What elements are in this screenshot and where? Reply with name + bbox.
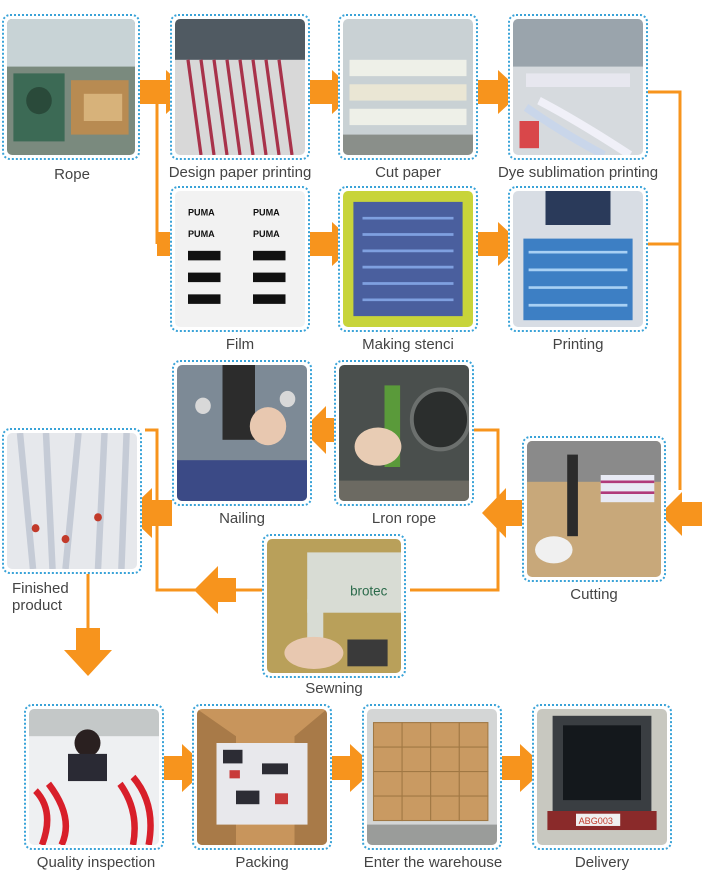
- step-sewing-card: brotec: [262, 534, 406, 678]
- step-quality-inspection-card: [24, 704, 164, 850]
- label-nailing: Nailing: [172, 510, 312, 527]
- label-dye-sublimation-printing: Dye sublimation printing: [490, 164, 666, 181]
- step-design-paper-printing-card: [170, 14, 310, 160]
- label-enter-warehouse: Enter the warehouse: [352, 854, 514, 871]
- step-making-stencil-card: [338, 186, 478, 332]
- arrow-sewing-left: [194, 566, 236, 614]
- label-sewing: Sewning: [262, 680, 406, 697]
- label-finished-product: Finished product: [12, 580, 102, 614]
- label-design-paper-printing: Design paper printing: [160, 164, 320, 181]
- arrow-cutting-to-iron: [482, 488, 526, 538]
- label-making-stencil: Making stenci: [338, 336, 478, 353]
- truck-plate: ABG003: [579, 816, 613, 826]
- label-cutting: Cutting: [522, 586, 666, 603]
- label-film: Film: [170, 336, 310, 353]
- film-brand-a-1: PUMA: [188, 207, 215, 217]
- label-cut-paper: Cut paper: [338, 164, 478, 181]
- step-cut-paper-card: [338, 14, 478, 160]
- step-printing-card: [508, 186, 648, 332]
- sewing-photo: brotec: [267, 539, 401, 673]
- step-nailing-card: [172, 360, 312, 506]
- making-stencil-photo: [343, 191, 473, 327]
- step-film-card: PUMA PUMA PUMA PUMA: [170, 186, 310, 332]
- step-enter-warehouse-card: [362, 704, 502, 850]
- film-brand-a-4: PUMA: [253, 229, 280, 239]
- enter-warehouse-photo: [367, 709, 497, 845]
- arrow-to-quality: [64, 628, 112, 676]
- design-paper-printing-photo: [175, 19, 305, 155]
- dye-sublimation-photo: [513, 19, 643, 155]
- film-brand-a-2: PUMA: [253, 207, 280, 217]
- step-iron-rope-card: [334, 360, 474, 506]
- step-packing-card: [192, 704, 332, 850]
- printing-photo: [513, 191, 643, 327]
- step-finished-product-card: [2, 428, 142, 574]
- arrow-to-cutting: [660, 492, 702, 536]
- delivery-photo: ABG003: [537, 709, 667, 845]
- step-delivery-card: ABG003: [532, 704, 672, 850]
- cut-paper-photo: [343, 19, 473, 155]
- step-rope-card: [2, 14, 140, 160]
- cutting-photo: [527, 441, 661, 577]
- label-printing: Printing: [508, 336, 648, 353]
- sewing-machine-brand: brotec: [350, 583, 388, 598]
- step-cutting-card: [522, 436, 666, 582]
- quality-inspection-photo: [29, 709, 159, 845]
- rope-photo: [7, 19, 135, 155]
- label-quality-inspection: Quality inspection: [14, 854, 178, 871]
- label-delivery: Delivery: [532, 854, 672, 871]
- step-dye-sublimation-card: [508, 14, 648, 160]
- finished-product-photo: [7, 433, 137, 569]
- iron-rope-photo: [339, 365, 469, 501]
- nailing-photo: [177, 365, 307, 501]
- label-rope: Rope: [2, 166, 142, 183]
- label-iron-rope: Lron rope: [334, 510, 474, 527]
- packing-photo: [197, 709, 327, 845]
- label-packing: Packing: [192, 854, 332, 871]
- film-brand-a-3: PUMA: [188, 229, 215, 239]
- film-photo: PUMA PUMA PUMA PUMA: [175, 191, 305, 327]
